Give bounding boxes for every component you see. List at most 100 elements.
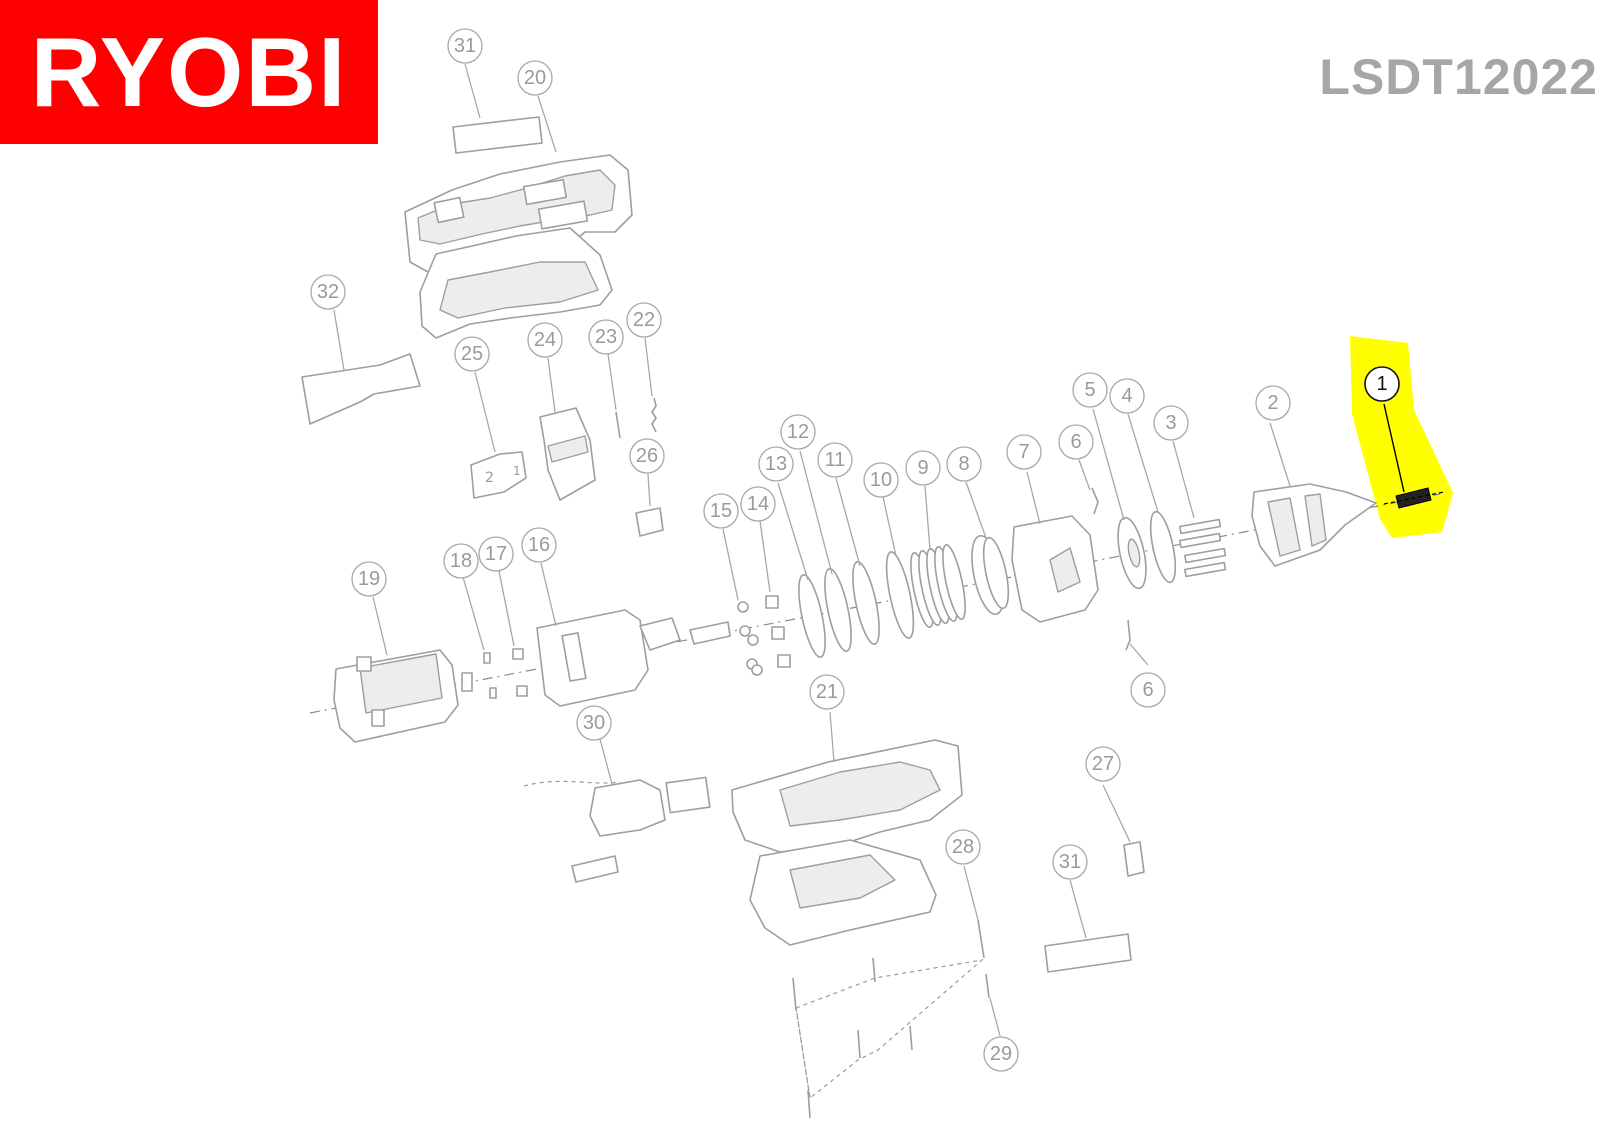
svg-text:22: 22 bbox=[633, 309, 655, 331]
clip-27 bbox=[1123, 841, 1145, 877]
ring-10 bbox=[885, 551, 915, 639]
svg-text:2: 2 bbox=[1267, 392, 1278, 414]
callout-19: 19 bbox=[351, 561, 387, 597]
callout-31-bottom: 31 bbox=[1052, 844, 1088, 880]
svg-text:8: 8 bbox=[958, 453, 969, 475]
callout-28: 28 bbox=[945, 829, 981, 865]
svg-text:13: 13 bbox=[765, 453, 787, 475]
svg-text:26: 26 bbox=[636, 445, 658, 467]
svg-text:14: 14 bbox=[747, 493, 769, 515]
callout-12: 12 bbox=[780, 414, 816, 450]
spring-22 bbox=[651, 397, 657, 433]
svg-text:1: 1 bbox=[1376, 373, 1387, 395]
callout-32: 32 bbox=[310, 274, 346, 310]
svg-text:9: 9 bbox=[917, 457, 928, 479]
leader-lines bbox=[333, 63, 1405, 1037]
callout-1: 1 bbox=[1364, 366, 1400, 402]
callout-25: 25 bbox=[454, 336, 490, 372]
spring-9 bbox=[910, 543, 966, 629]
pin-6-top bbox=[1091, 487, 1099, 515]
label-plate-32 bbox=[301, 353, 421, 425]
housing-top bbox=[404, 154, 633, 339]
svg-text:15: 15 bbox=[710, 500, 732, 522]
pin-6-bottom bbox=[1125, 619, 1131, 651]
screws-29 bbox=[792, 957, 990, 1119]
ring-12 bbox=[824, 568, 852, 652]
part-17 bbox=[512, 648, 528, 697]
svg-text:19: 19 bbox=[358, 568, 380, 590]
callout-15: 15 bbox=[703, 493, 739, 529]
svg-text:21: 21 bbox=[816, 681, 838, 703]
callout-13: 13 bbox=[758, 446, 794, 482]
callout-24: 24 bbox=[527, 322, 563, 358]
callout-20: 20 bbox=[517, 60, 553, 96]
svg-text:31: 31 bbox=[1059, 851, 1081, 873]
selector-25: 2 1 bbox=[470, 451, 527, 499]
clutch-ring-8 bbox=[971, 534, 1010, 616]
svg-text:2: 2 bbox=[485, 470, 494, 486]
model-code: LSDT12022 bbox=[1319, 49, 1598, 105]
callout-6-top: 6 bbox=[1058, 424, 1094, 460]
clutch-collar-7 bbox=[1011, 515, 1099, 623]
callout-5: 5 bbox=[1072, 372, 1108, 408]
callout-23: 23 bbox=[588, 319, 624, 355]
callout-2: 2 bbox=[1255, 385, 1291, 421]
callout-18: 18 bbox=[443, 543, 479, 579]
chuck-2 bbox=[1251, 483, 1377, 567]
switch-30 bbox=[523, 776, 711, 883]
selector-24 bbox=[539, 407, 596, 501]
callout-16: 16 bbox=[521, 527, 557, 563]
callout-22: 22 bbox=[626, 302, 662, 338]
svg-text:32: 32 bbox=[317, 281, 339, 303]
chuck-screw-1 bbox=[1383, 487, 1445, 509]
ryobi-logo: RYOBI bbox=[0, 0, 378, 144]
motor-19 bbox=[333, 649, 473, 743]
callout-31-top: 31 bbox=[447, 28, 483, 64]
pin-23 bbox=[615, 411, 621, 439]
svg-text:30: 30 bbox=[583, 712, 605, 734]
callout-8: 8 bbox=[946, 446, 982, 482]
svg-text:4: 4 bbox=[1121, 385, 1132, 407]
screws-3 bbox=[1178, 518, 1227, 578]
balls-15 bbox=[737, 601, 763, 676]
svg-text:10: 10 bbox=[870, 469, 892, 491]
svg-text:6: 6 bbox=[1070, 431, 1081, 453]
svg-text:24: 24 bbox=[534, 329, 556, 351]
svg-text:11: 11 bbox=[825, 449, 846, 471]
svg-text:6: 6 bbox=[1142, 679, 1153, 701]
callout-26: 26 bbox=[629, 438, 665, 474]
callout-27: 27 bbox=[1085, 746, 1121, 782]
callout-14: 14 bbox=[740, 486, 776, 522]
callout-17: 17 bbox=[478, 536, 514, 572]
svg-text:7: 7 bbox=[1018, 441, 1029, 463]
ring-11 bbox=[852, 561, 880, 645]
svg-text:18: 18 bbox=[450, 550, 472, 572]
callout-7: 7 bbox=[1006, 434, 1042, 470]
logo-text: RYOBI bbox=[30, 17, 348, 127]
svg-text:27: 27 bbox=[1092, 753, 1114, 775]
sleeve-26 bbox=[635, 507, 664, 537]
svg-text:5: 5 bbox=[1084, 379, 1095, 401]
callout-11: 11 bbox=[817, 442, 853, 478]
svg-text:31: 31 bbox=[454, 35, 476, 57]
svg-text:20: 20 bbox=[524, 67, 546, 89]
callout-9: 9 bbox=[905, 450, 941, 486]
callout-21: 21 bbox=[809, 674, 845, 710]
svg-text:12: 12 bbox=[787, 421, 809, 443]
callout-4: 4 bbox=[1109, 378, 1145, 414]
svg-text:25: 25 bbox=[461, 343, 483, 365]
svg-text:28: 28 bbox=[952, 836, 974, 858]
callout-3: 3 bbox=[1153, 405, 1189, 441]
svg-text:16: 16 bbox=[528, 534, 550, 556]
screw-28 bbox=[977, 919, 985, 959]
svg-text:3: 3 bbox=[1165, 412, 1176, 434]
svg-text:29: 29 bbox=[990, 1043, 1012, 1065]
label-plate-31-bottom bbox=[1044, 933, 1132, 973]
svg-text:23: 23 bbox=[595, 326, 617, 348]
part-18 bbox=[483, 652, 497, 699]
label-plate-31-top bbox=[452, 116, 543, 154]
blocks-14 bbox=[765, 595, 791, 668]
washer-4 bbox=[1149, 510, 1177, 584]
bearing-5 bbox=[1117, 516, 1147, 590]
